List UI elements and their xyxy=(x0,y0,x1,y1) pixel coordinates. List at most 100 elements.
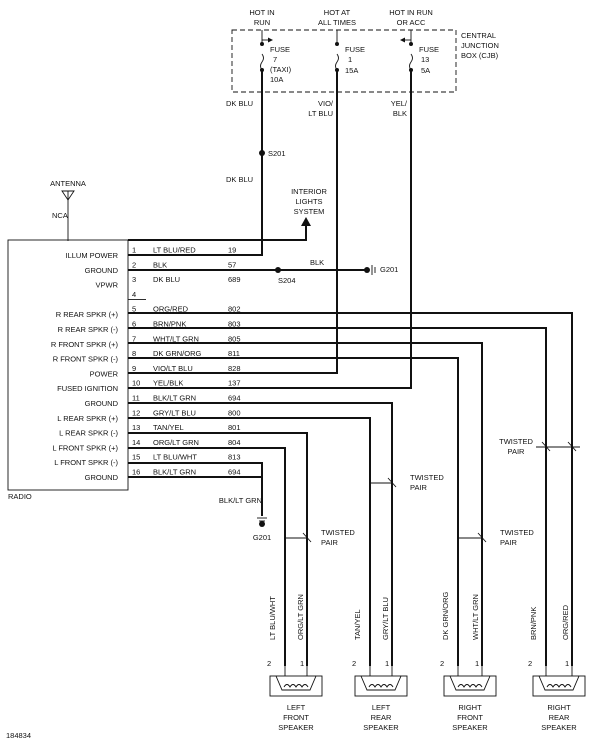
fuse-7-label-line3: (TAXI) xyxy=(270,65,292,74)
pin-circuit-number: 694 xyxy=(228,468,241,477)
pin-name: L FRONT SPKR (+) xyxy=(52,443,118,452)
pin-wire-color: WHT/LT GRN xyxy=(153,334,199,343)
speaker-name-line: SPEAKER xyxy=(363,723,399,732)
fuse-13-wire-line1: YEL/ xyxy=(391,99,408,108)
interior-lights-arrow-icon xyxy=(301,217,311,226)
pin-number: 9 xyxy=(132,364,136,373)
pin-circuit-number: 803 xyxy=(228,320,241,329)
twisted-pair-lf-line2: PAIR xyxy=(321,538,339,547)
fuse-7-label-line2: 7 xyxy=(273,55,277,64)
speaker-wires xyxy=(128,312,573,666)
twisted-pair-lr-line1: TWISTED xyxy=(410,473,444,482)
g201-bottom-wire-label: BLK/LT GRN xyxy=(219,496,262,505)
antenna-label: ANTENNA xyxy=(50,179,86,188)
fuse-13-label-line2: 13 xyxy=(421,55,429,64)
radio-pin-4: 4 xyxy=(132,290,136,299)
fuse-7-wire-label: DK BLU xyxy=(226,99,253,108)
pin-wire-color: ORG/LT GRN xyxy=(153,438,199,447)
pin-number: 8 xyxy=(132,349,136,358)
pin-name: GROUND xyxy=(85,473,119,482)
pin-number: 6 xyxy=(132,320,136,329)
pin-number: 11 xyxy=(132,394,140,403)
s204-wire-label: BLK xyxy=(310,258,324,267)
speaker-name-line: RIGHT xyxy=(547,703,571,712)
speaker-icon xyxy=(443,666,497,697)
cjb-label-line1: CENTRAL xyxy=(461,31,496,40)
pin-number: 13 xyxy=(132,423,140,432)
speaker-right-wire-label: GRY/LT BLU xyxy=(381,597,390,640)
antenna: ANTENNA NCA xyxy=(50,179,86,241)
pin-name: POWER xyxy=(90,369,119,378)
twisted-pair-rf-line1: TWISTED xyxy=(500,528,534,537)
fuse-13-wire-line2: BLK xyxy=(393,109,407,118)
pin-name: R FRONT SPKR (-) xyxy=(53,355,119,364)
pin-number: 7 xyxy=(132,334,136,343)
fuse-1-label-line1: FUSE xyxy=(345,45,365,54)
speaker-name-line: FRONT xyxy=(283,713,309,722)
fuse-1-header-line2: ALL TIMES xyxy=(318,18,356,27)
pin-name: GROUND xyxy=(85,266,119,275)
pin-circuit-number: 813 xyxy=(228,453,241,462)
pin-number: 15 xyxy=(132,453,140,462)
g201-top-label: G201 xyxy=(380,265,398,274)
pin-circuit-number: 19 xyxy=(228,246,236,255)
speaker-name-line: SPEAKER xyxy=(452,723,488,732)
pin-circuit-number: 689 xyxy=(228,275,241,284)
pin-name: R REAR SPKR (-) xyxy=(58,325,119,334)
speaker-pin-left: 2 xyxy=(528,659,532,668)
fuse-1-label-line2: 1 xyxy=(348,55,352,64)
twisted-pair-markers: TWISTED PAIR TWISTED PAIR TWISTED PAIR T… xyxy=(285,437,580,547)
speaker-left-wire-label: BRN/PNK xyxy=(529,607,538,640)
fuse-13-header-line2: OR ACC xyxy=(397,18,426,27)
fuse-13-label-line1: FUSE xyxy=(419,45,439,54)
twisted-pair-lr-line2: PAIR xyxy=(410,483,428,492)
pin-wire-color: BLK/LT GRN xyxy=(153,468,196,477)
fuse-7: HOT IN RUN FUSE 7 (TAXI) 10A DK BLU xyxy=(226,8,292,108)
splice-s201-label: S201 xyxy=(268,149,286,158)
speaker-icon xyxy=(269,666,323,697)
pin-circuit-number: 802 xyxy=(228,305,241,314)
pin-circuit-number: 800 xyxy=(228,408,241,417)
pin-wire-color: ORG/RED xyxy=(153,305,189,314)
pin-circuit-number: 828 xyxy=(228,364,241,373)
speaker-name-line: REAR xyxy=(549,713,570,722)
speaker-name-line: REAR xyxy=(371,713,392,722)
pin-wire-color: TAN/YEL xyxy=(153,423,184,432)
pin-number: 14 xyxy=(132,438,140,447)
pin-wire-color: GRY/LT BLU xyxy=(153,408,196,417)
fuse-13-label-line3: 5A xyxy=(421,66,430,75)
speaker-icon xyxy=(354,666,408,697)
pin-number: 5 xyxy=(132,305,136,314)
figure-number: 184834 xyxy=(6,731,31,740)
splice-s204: S204 BLK G201 xyxy=(275,258,398,285)
pin-wire-color: BLK/LT GRN xyxy=(153,394,196,403)
pin-number: 2 xyxy=(132,260,136,269)
interior-lights-line2: LIGHTS xyxy=(295,197,322,206)
nca-label: NCA xyxy=(52,211,68,220)
speaker-left-wire-label: DK GRN/ORG xyxy=(441,591,450,640)
pin-name: VPWR xyxy=(96,281,119,290)
pin-number: 1 xyxy=(132,246,136,255)
pin-wire-color: DK GRN/ORG xyxy=(153,349,202,358)
speaker-name-line: SPEAKER xyxy=(541,723,577,732)
twisted-pair-rf-line2: PAIR xyxy=(500,538,518,547)
cjb-label-line2: JUNCTION xyxy=(461,41,499,50)
dk-blu-lower-label: DK BLU xyxy=(226,175,253,184)
radio-label: RADIO xyxy=(8,492,32,501)
pin-number: 4 xyxy=(132,290,136,299)
pin-circuit-number: 801 xyxy=(228,423,241,432)
